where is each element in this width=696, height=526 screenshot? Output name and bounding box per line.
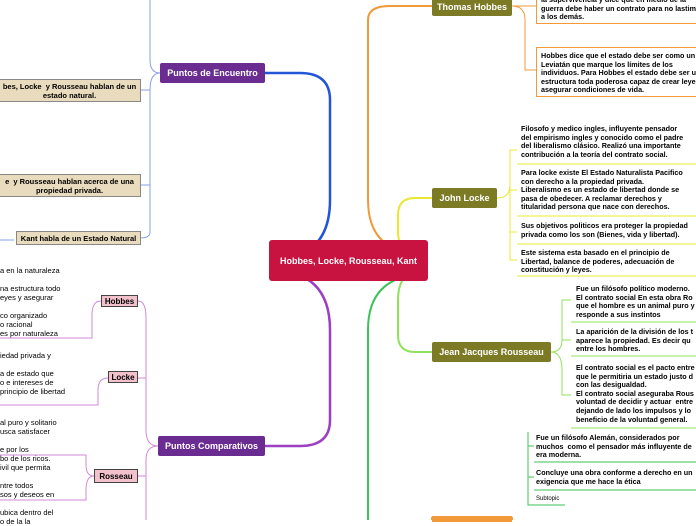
note-rousseau-filosofo[interactable]: Fue un filósofo político moderno. El con… [576, 284, 695, 319]
rosseau-text-line: e por los [0, 445, 29, 454]
note-box-hobbes [536, 47, 696, 97]
hobbes-text-line: co organizado [0, 311, 48, 320]
subtopic-placeholder[interactable]: Subtopic [536, 496, 560, 502]
rosseau-text-line: ivil que permita [0, 463, 51, 472]
topic-bottom-right[interactable] [432, 516, 512, 522]
hobbes-text-line: es por naturaleza [0, 329, 58, 338]
hobbes-text-line: a en la naturaleza [0, 266, 60, 275]
note-kant-obra[interactable]: Concluye una obra conforme a derecho en … [536, 468, 693, 486]
group-rosseau[interactable]: Rosseau [94, 469, 138, 483]
rosseau-text-line: ntre todos [0, 481, 34, 490]
rosseau-text-line: bo de los ricos. [0, 454, 51, 463]
note-propiedad-privada[interactable]: e y Rousseau hablan acerca de una propie… [0, 174, 141, 197]
group-locke[interactable]: Locke [108, 371, 138, 383]
topic-john-locke[interactable]: John Locke [432, 188, 497, 208]
rosseau-text-line: ubica dentro del [0, 508, 54, 517]
hobbes-text-line: o racional [0, 320, 33, 329]
hobbes-text-line: na estructura todo [0, 284, 61, 293]
locke-text-line: principio de libertad [0, 387, 66, 396]
topic-puntos-comparativos[interactable]: Puntos Comparativos [158, 436, 265, 456]
topic-jean-jacques-rousseau[interactable]: Jean Jacques Rousseau [432, 342, 551, 362]
rosseau-text-line: sos y deseos en [0, 490, 55, 499]
topic-thomas-hobbes[interactable]: Thomas Hobbes [432, 0, 512, 16]
rosseau-text-line: o de la la [0, 517, 31, 526]
note-estado-natural[interactable]: bes, Locke y Rousseau hablan de un estad… [0, 79, 141, 102]
note-kant-aleman[interactable]: Fue un filósofo Alemán, considerados por… [536, 433, 692, 460]
note-rousseau-contrato[interactable]: El contrato social es el pacto entre que… [576, 363, 695, 424]
note-locke-sistema[interactable]: Este sistema esta basado en el principio… [521, 248, 675, 275]
rosseau-text-line: usca satisfacer [0, 427, 51, 436]
note-rousseau-division[interactable]: La aparición de la división de los t apa… [576, 327, 694, 354]
note-kant-estado-natural[interactable]: Kant habla de un Estado Natural [16, 231, 141, 245]
central-topic[interactable]: Hobbes, Locke, Rousseau, Kant [269, 240, 428, 281]
note-hobbes-leviatan[interactable]: Hobbes dice que el estado debe ser como … [541, 51, 696, 95]
topic-puntos-de-encuentro[interactable]: Puntos de Encuentro [160, 63, 265, 83]
rosseau-text-line: al puro y solitario [0, 418, 57, 427]
note-locke-filosofo[interactable]: Filosofo y medico ingles, influyente pen… [521, 124, 684, 159]
note-locke-estado-naturalista[interactable]: Para locke existe El Estado Naturalista … [521, 168, 683, 212]
note-hobbes-guerra[interactable]: la supervivencia y dice que en medio de … [541, 0, 696, 22]
note-locke-objetivos[interactable]: Sus objetivos politicos era proteger la … [521, 221, 688, 239]
note-box-hobbes [536, 0, 696, 24]
group-hobbes[interactable]: Hobbes [101, 295, 138, 307]
hobbes-text-line: eyes y asegurar [0, 293, 54, 302]
locke-text-line: iedad privada y [0, 351, 51, 360]
locke-text-line: o e intereses de [0, 378, 54, 387]
locke-text-line: a de estado que [0, 369, 54, 378]
